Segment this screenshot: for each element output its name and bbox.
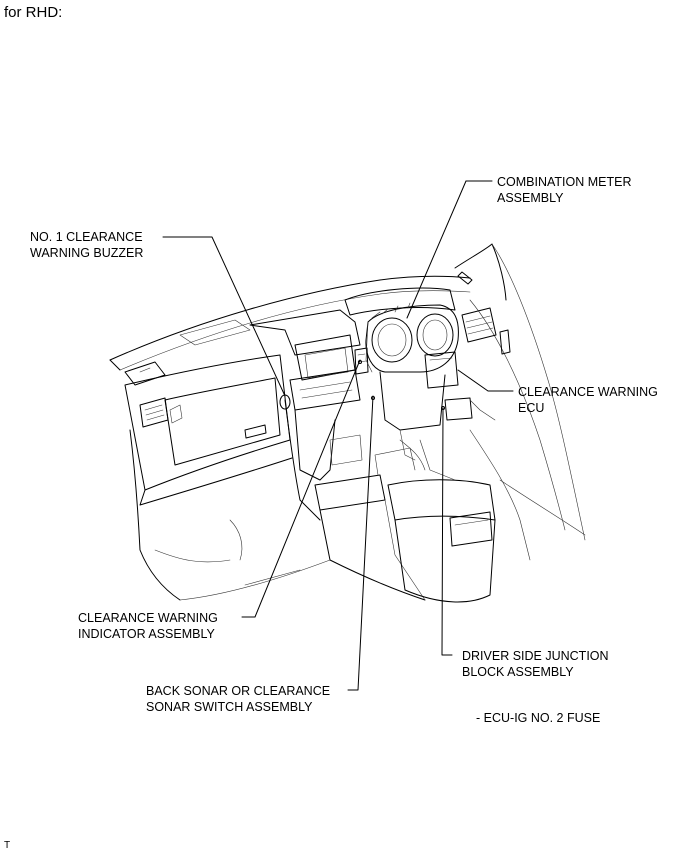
warning-ecu-label: CLEARANCE WARNING ECU: [518, 384, 658, 416]
junction-block-label-line1: DRIVER SIDE JUNCTION: [462, 649, 609, 663]
buzzer-label-line2: WARNING BUZZER: [30, 246, 144, 260]
warning-ecu-label-line1: CLEARANCE WARNING: [518, 385, 658, 399]
junction-block-label: DRIVER SIDE JUNCTION BLOCK ASSEMBLY: [462, 648, 609, 680]
buzzer-label-line1: NO. 1 CLEARANCE: [30, 230, 143, 244]
junction-block-label-line2: BLOCK ASSEMBLY: [462, 665, 574, 679]
fuse-note: - ECU-IG NO. 2 FUSE: [476, 711, 601, 725]
indicator-label-line2: INDICATOR ASSEMBLY: [78, 627, 215, 641]
warning-ecu-label-line2: ECU: [518, 401, 545, 415]
combination-meter-label-line1: COMBINATION METER: [497, 175, 632, 189]
sonar-switch-label-line2: SONAR SWITCH ASSEMBLY: [146, 700, 313, 714]
buzzer-label: NO. 1 CLEARANCE WARNING BUZZER: [30, 229, 143, 261]
combination-meter-label: COMBINATION METER ASSEMBLY: [497, 174, 632, 206]
indicator-label: CLEARANCE WARNING INDICATOR ASSEMBLY: [78, 610, 218, 642]
sonar-switch-label: BACK SONAR OR CLEARANCE SONAR SWITCH ASS…: [146, 683, 330, 715]
sonar-switch-label-line1: BACK SONAR OR CLEARANCE: [146, 684, 331, 698]
page-heading: for RHD:: [4, 4, 63, 21]
footer-mark: T: [4, 840, 11, 851]
combination-meter-label-line2: ASSEMBLY: [497, 191, 564, 205]
indicator-label-line1: CLEARANCE WARNING: [78, 611, 218, 625]
